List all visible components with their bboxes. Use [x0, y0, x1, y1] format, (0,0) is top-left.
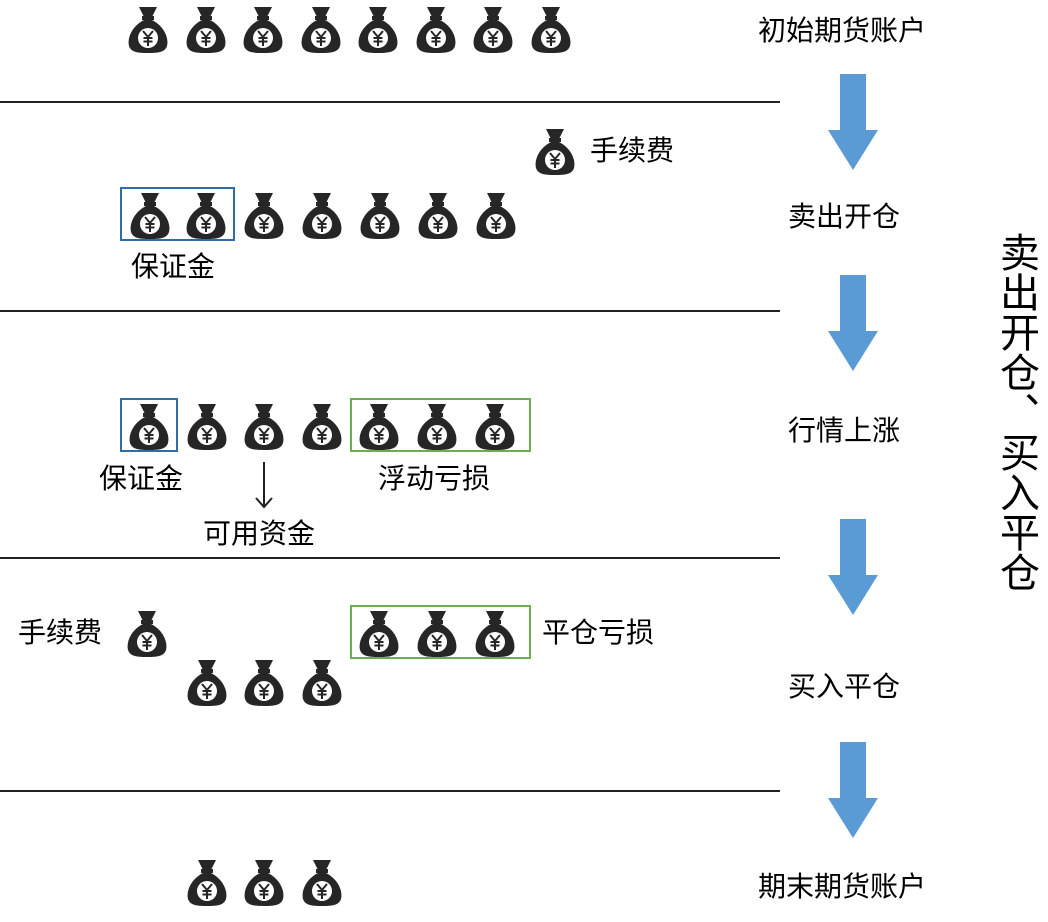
down-arrow-icon: [828, 742, 878, 838]
money-bag-icon: [356, 4, 400, 54]
down-arrow-icon: [828, 275, 878, 371]
divider-2: [0, 310, 780, 312]
step-initial-account: 初始期货账户: [758, 14, 927, 47]
money-bag-icon: [242, 190, 286, 240]
margin-label: 保证金: [99, 462, 184, 495]
money-bag-icon: [415, 401, 459, 451]
step-buy-close: 买入平仓: [788, 670, 901, 703]
money-bag-icon: [473, 608, 517, 658]
margin-box: [120, 187, 235, 241]
divider-1: [0, 101, 780, 103]
money-bag-icon: [471, 4, 515, 54]
money-bag-icon: [184, 4, 228, 54]
step-final-account: 期末期货账户: [758, 870, 927, 903]
down-arrow-icon: [828, 519, 878, 615]
margin-label: 保证金: [131, 250, 216, 283]
money-bag-icon: [185, 657, 229, 707]
money-bag-icon: [529, 4, 573, 54]
float-loss-box: [350, 398, 531, 452]
money-bag-icon: [185, 401, 229, 451]
money-bag-icon: [127, 401, 171, 451]
available-funds-label: 可用资金: [203, 517, 316, 550]
money-bag-icon: [242, 657, 286, 707]
money-bag-icon: [184, 190, 228, 240]
fee-money-bag-icon: [533, 126, 577, 176]
money-bag-icon: [185, 857, 229, 907]
close-loss-box: [350, 605, 531, 659]
fee-label: 手续费: [590, 134, 675, 167]
close-loss-label: 平仓亏损: [542, 616, 655, 649]
money-bag-icon: [126, 4, 170, 54]
fee-money-bag-icon: [125, 608, 169, 658]
money-bag-icon: [242, 857, 286, 907]
divider-4: [0, 790, 780, 792]
margin-box: [120, 398, 178, 452]
step-market-rise: 行情上涨: [788, 414, 901, 447]
money-bag-icon: [241, 4, 285, 54]
money-bag-icon: [357, 608, 401, 658]
step-sell-open: 卖出开仓: [788, 200, 901, 233]
money-bag-icon: [300, 401, 344, 451]
money-bag-icon: [300, 657, 344, 707]
money-bag-icon: [300, 857, 344, 907]
money-bag-icon: [416, 190, 460, 240]
fee-label: 手续费: [18, 616, 103, 649]
money-bag-icon: [414, 4, 458, 54]
money-bag-icon: [299, 4, 343, 54]
down-arrow-small-icon: [255, 462, 273, 509]
money-bag-icon: [300, 190, 344, 240]
money-bag-icon: [128, 190, 172, 240]
money-bag-icon: [473, 401, 517, 451]
down-arrow-icon: [828, 74, 878, 170]
money-bag-icon: [415, 608, 459, 658]
float-loss-label: 浮动亏损: [378, 462, 491, 495]
divider-3: [0, 557, 780, 559]
money-bag-icon: [474, 190, 518, 240]
money-bag-icon: [357, 401, 401, 451]
money-bag-icon: [242, 401, 286, 451]
side-title: 卖出开仓、买入平仓: [993, 232, 1039, 592]
money-bag-icon: [358, 190, 402, 240]
